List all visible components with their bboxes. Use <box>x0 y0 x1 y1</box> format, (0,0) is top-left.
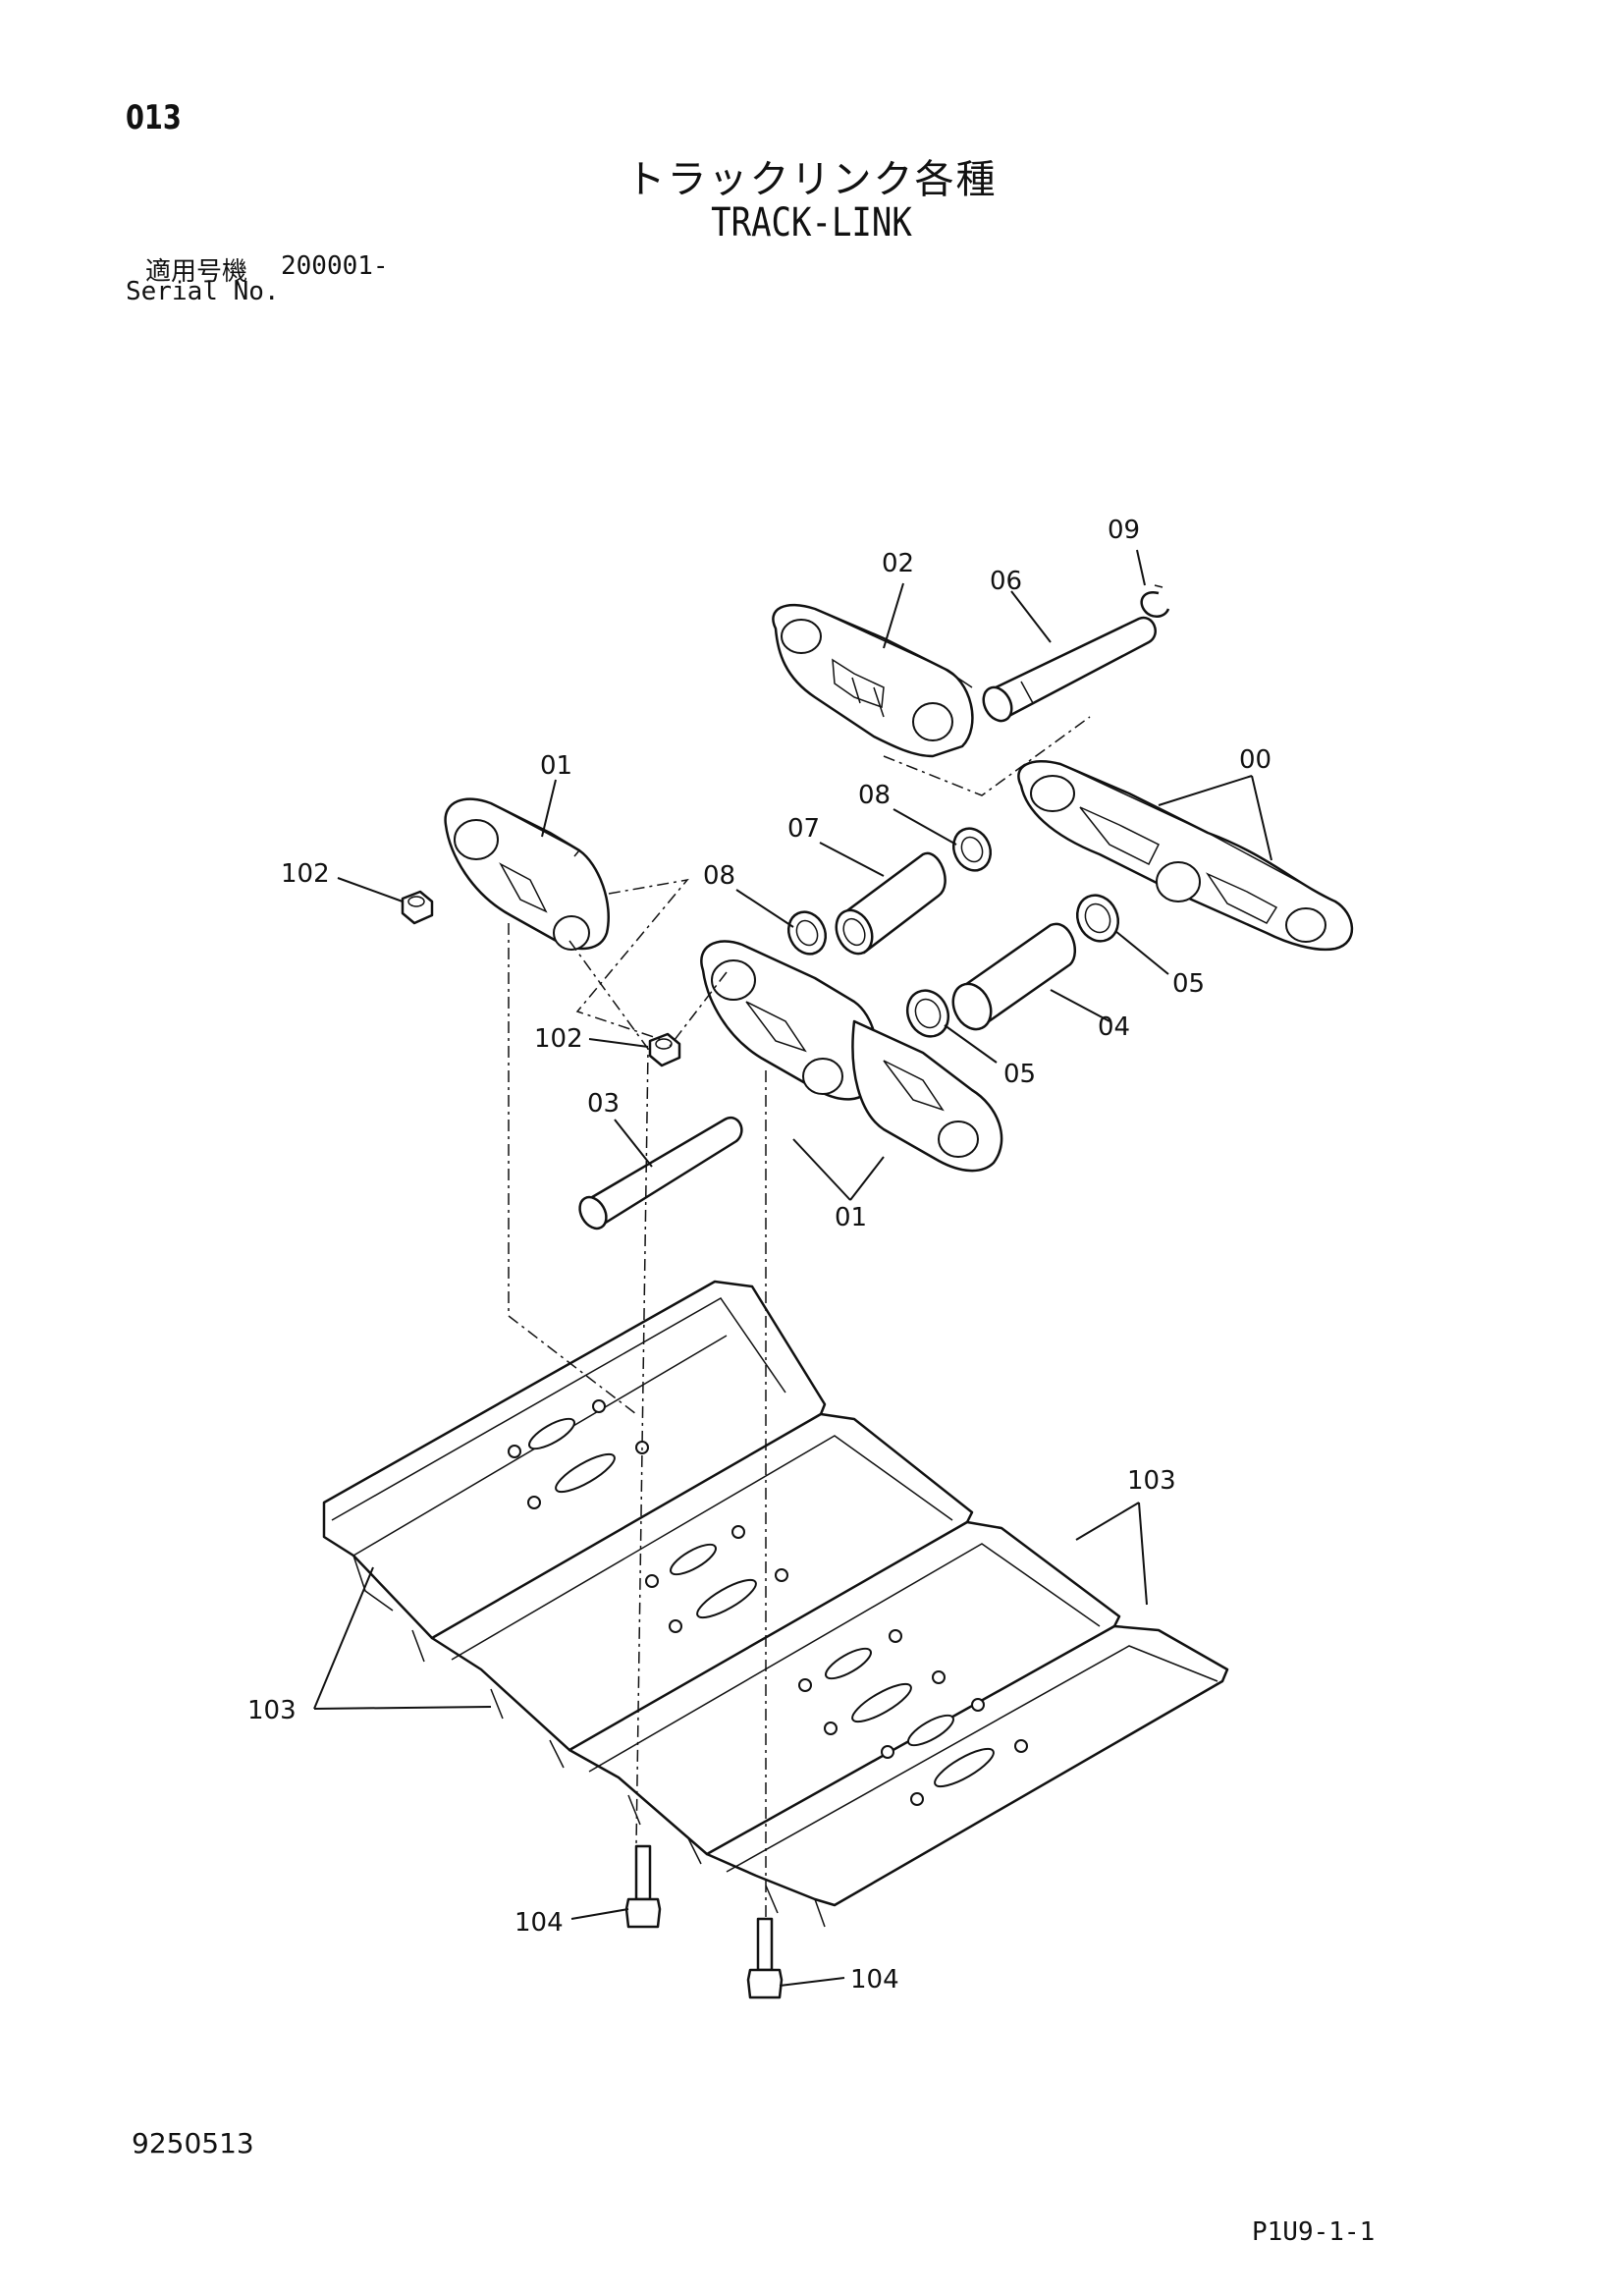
callout-102: 102 <box>534 1024 583 1054</box>
callout-103: 103 <box>247 1696 297 1725</box>
part-103-track-shoes <box>322 1280 1229 1928</box>
part-01-link-left <box>444 797 610 951</box>
drawing-number: 9250513 <box>132 2127 254 2159</box>
callout-102: 102 <box>281 859 330 889</box>
callout-02: 02 <box>882 549 914 578</box>
callout-04: 04 <box>1098 1012 1130 1042</box>
callout-00: 00 <box>1239 745 1271 775</box>
serial-label-en: Serial No. <box>126 277 280 306</box>
part-04-bushing <box>951 922 1076 1031</box>
assembly-lines <box>508 716 1091 1919</box>
part-07-bushing <box>835 851 947 956</box>
part-00-link-assembly <box>1017 759 1354 952</box>
callout-08: 08 <box>858 781 891 810</box>
part-104-bolt-left <box>624 1844 662 1929</box>
callout-01: 01 <box>540 751 572 781</box>
callout-06: 06 <box>990 567 1022 596</box>
serial-label-jp: 適用号機 <box>145 257 248 287</box>
part-01-link-center <box>700 940 1003 1173</box>
part-09-snap-ring <box>1140 584 1170 618</box>
part-102-nut-upper <box>401 890 434 925</box>
leader-lines <box>313 549 1272 1987</box>
part-06-master-pin <box>982 616 1157 723</box>
part-02-master-link <box>772 603 974 758</box>
callout-104: 104 <box>850 1965 899 1995</box>
page-code: P1U9-1-1 <box>1252 2217 1376 2247</box>
part-104-bolt-right <box>746 1917 784 1999</box>
callout-05: 05 <box>1172 969 1205 999</box>
callout-03: 03 <box>587 1089 620 1119</box>
part-102-nut-lower <box>648 1032 681 1067</box>
callout-09: 09 <box>1108 516 1140 545</box>
callout-05: 05 <box>1003 1060 1036 1089</box>
part-05-seal-lower <box>905 989 950 1038</box>
callout-104: 104 <box>514 1908 564 1938</box>
part-08-seal-upper <box>951 827 993 872</box>
page-title-jp: トラックリンク各種 <box>625 157 998 202</box>
part-05-seal-upper <box>1075 894 1120 943</box>
callout-08: 08 <box>703 861 735 891</box>
section-number: 013 <box>126 98 182 137</box>
callout-103: 103 <box>1127 1466 1176 1496</box>
serial-value: 200001- <box>281 251 389 281</box>
part-08-seal-lower <box>786 910 828 956</box>
part-03-pin <box>578 1116 743 1230</box>
callout-07: 07 <box>787 814 820 844</box>
callout-01: 01 <box>835 1203 867 1232</box>
callout-labels: 09 02 06 01 00 08 07 102 08 05 04 102 05… <box>247 516 1271 1995</box>
page-title-en: TRACK-LINK <box>711 200 912 246</box>
